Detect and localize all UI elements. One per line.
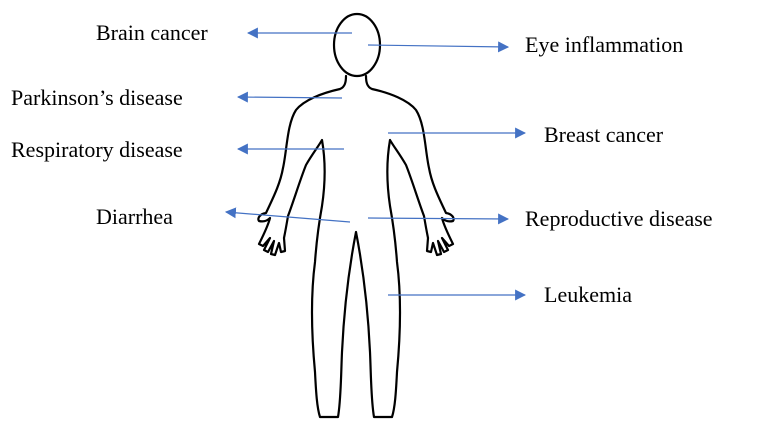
arrows (226, 33, 525, 295)
label-parkinsons-disease: Parkinson’s disease (11, 85, 183, 110)
label-breast-cancer: Breast cancer (544, 122, 664, 147)
arrow-eye-inflammation (368, 45, 508, 47)
human-body-outline (258, 14, 453, 417)
label-eye-inflammation: Eye inflammation (525, 32, 683, 57)
arrow-reproductive-disease (368, 218, 508, 219)
arrow-parkinsons-disease (238, 97, 342, 98)
label-diarrhea: Diarrhea (96, 204, 173, 229)
body-outline (258, 76, 453, 417)
label-respiratory-disease: Respiratory disease (11, 137, 183, 162)
label-leukemia: Leukemia (544, 282, 632, 307)
label-brain-cancer: Brain cancer (96, 20, 208, 45)
label-reproductive-disease: Reproductive disease (525, 206, 713, 231)
